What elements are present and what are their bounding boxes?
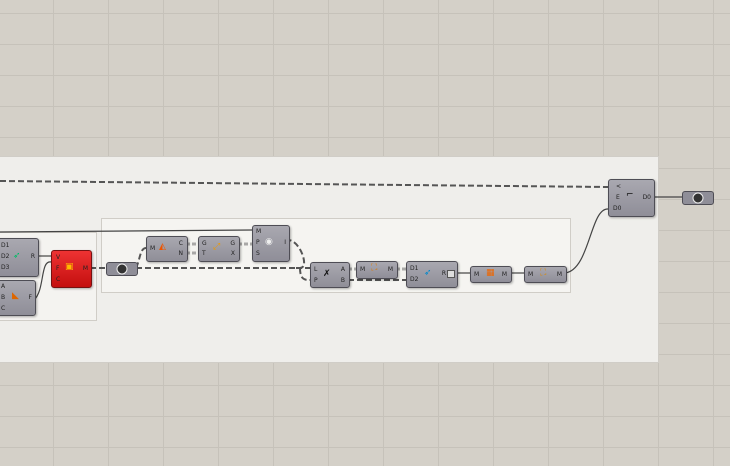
output-a[interactable]: A	[340, 266, 345, 273]
component-line-point[interactable]: L P ✗ A B	[310, 262, 350, 288]
input-t[interactable]: T	[202, 250, 206, 257]
relay-node[interactable]	[106, 262, 138, 276]
output-n[interactable]: N	[178, 250, 184, 257]
component-vector-2pt[interactable]: D1 D2 D3 ➶ R	[0, 238, 39, 277]
output-m[interactable]: M	[387, 266, 393, 273]
input-b[interactable]: B	[1, 294, 6, 301]
plane-icon: ◣	[12, 291, 19, 301]
component-data-dam[interactable]: < E D0 ⌐ D0	[608, 179, 655, 217]
input-delay[interactable]: <	[616, 183, 622, 190]
input-m[interactable]: M	[256, 228, 262, 235]
input-s[interactable]: S	[256, 250, 260, 257]
point-inclusion-icon: ◉	[265, 237, 273, 247]
input-p[interactable]: P	[256, 239, 260, 246]
mesh-weld-icon: ⛶	[540, 268, 547, 278]
data-dam-icon: ⌐	[626, 190, 634, 200]
input-m[interactable]: M	[360, 266, 366, 273]
input-p[interactable]: P	[314, 277, 318, 284]
input-g[interactable]: G	[202, 240, 207, 247]
mesh-icon: ▣	[65, 262, 74, 272]
line-point-icon: ✗	[323, 269, 331, 279]
output-m[interactable]: M	[556, 271, 562, 278]
mesh-closest-icon: ◭	[159, 242, 166, 252]
output-x[interactable]: X	[230, 250, 235, 257]
mesh-join-icon: ▦	[486, 268, 495, 278]
vector-2pt-icon: ➶	[424, 268, 432, 278]
component-plane[interactable]: A B C ◣ F	[0, 280, 36, 316]
input-d2[interactable]: D2	[1, 253, 10, 260]
output-r[interactable]: R	[30, 253, 35, 260]
input-f[interactable]: F	[56, 265, 60, 272]
input-c[interactable]: C	[1, 305, 6, 312]
expand-icon[interactable]	[447, 270, 455, 278]
input-d2[interactable]: D2	[410, 276, 419, 283]
component-vector-2pt-b[interactable]: D1 D2 ➶ R	[406, 261, 458, 288]
component-mesh-edit[interactable]: M ⛶ M	[356, 261, 398, 279]
input-m[interactable]: M	[528, 271, 534, 278]
input-e[interactable]: E	[616, 194, 620, 201]
input-d1[interactable]: D1	[1, 242, 10, 249]
component-mesh-weld[interactable]: M ⛶ M	[524, 266, 567, 283]
relay-node-output[interactable]	[682, 191, 714, 205]
mesh-edit-icon: ⛶	[371, 263, 378, 273]
component-construct-mesh-error[interactable]: V F C ▣ M	[51, 250, 92, 288]
input-d3[interactable]: D3	[1, 264, 10, 271]
component-transform[interactable]: G T ⤢ G X	[198, 236, 240, 262]
relay-icon	[692, 192, 704, 204]
input-v[interactable]: V	[56, 254, 61, 261]
relay-icon	[116, 263, 128, 275]
input-m[interactable]: M	[474, 271, 480, 278]
output-f[interactable]: F	[28, 294, 32, 301]
component-mesh-join[interactable]: M ▦ M	[470, 266, 512, 283]
output-r[interactable]: R	[441, 270, 446, 277]
component-mesh-closest[interactable]: M ◭ C N	[146, 236, 188, 262]
input-d1[interactable]: D1	[410, 265, 419, 272]
input-l[interactable]: L	[314, 266, 318, 273]
input-a[interactable]: A	[1, 283, 6, 290]
output-c[interactable]: C	[178, 240, 183, 247]
output-b[interactable]: B	[340, 277, 345, 284]
input-m[interactable]: M	[150, 245, 156, 252]
output-i[interactable]: I	[284, 239, 286, 246]
vector-2pt-icon: ➶	[13, 251, 21, 261]
output-m[interactable]: M	[501, 271, 507, 278]
output-g[interactable]: G	[230, 240, 235, 247]
output-d0[interactable]: D0	[642, 194, 651, 201]
output-m[interactable]: M	[82, 265, 88, 272]
input-c[interactable]: C	[56, 276, 61, 283]
transform-icon: ⤢	[213, 242, 221, 252]
component-point-inclusion[interactable]: M P S ◉ I	[252, 225, 290, 262]
input-d0[interactable]: D0	[613, 205, 622, 212]
